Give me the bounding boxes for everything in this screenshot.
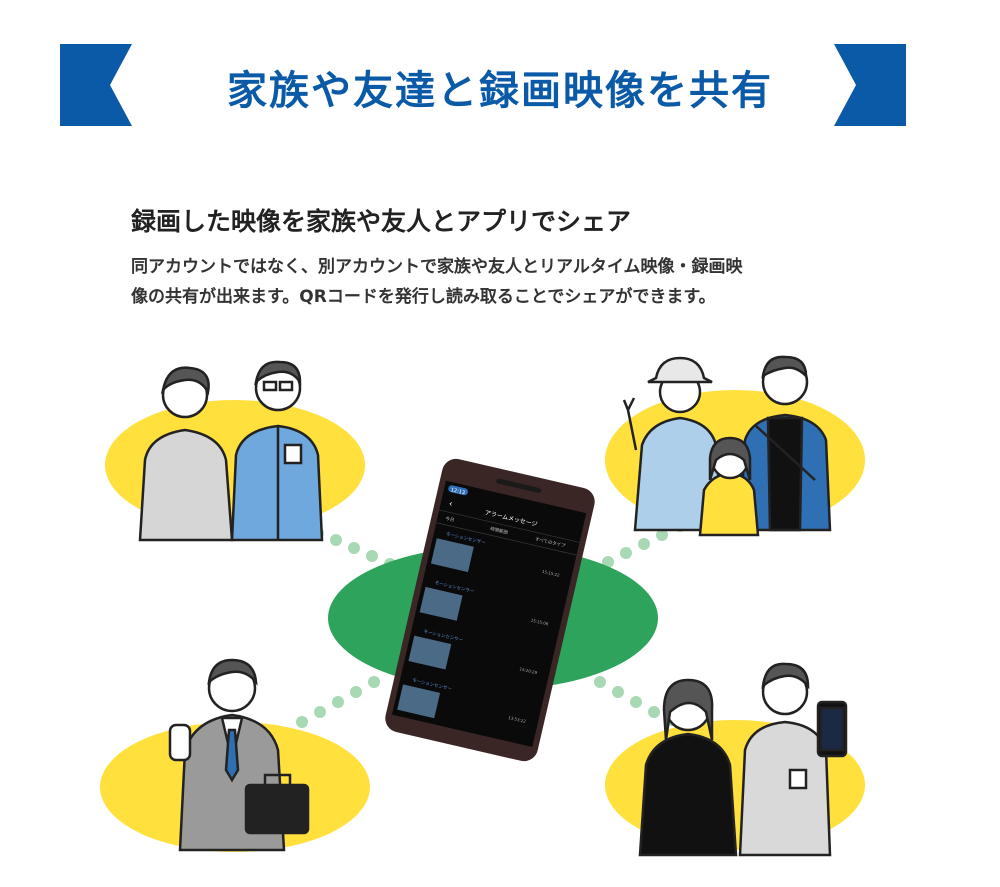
banner-title: 家族や友達と録画映像を共有 [227,68,773,114]
couple-with-phone-illustration [638,662,848,857]
back-chevron-icon[interactable]: ‹ [448,499,454,510]
alarm-time: 15:15:22 [541,569,560,578]
alarm-item-4[interactable]: モーションセンサー 13:53:22 [397,676,530,739]
filter-today[interactable]: 今日 [445,515,455,524]
status-time: 12:13 [450,487,465,496]
sharing-illustration: 12:13 ‹ アラームメッセージ 今日 時間範囲 すべてのタイプ モーションセ… [100,355,865,857]
description-line-1: 同アカウントではなく、別アカウントで家族や友人とリアルタイム映像・録画映 [131,257,743,277]
businessman-illustration [168,658,310,852]
smartphone: 12:13 ‹ アラームメッセージ 今日 時間範囲 すべてのタイプ モーションセ… [385,458,595,762]
description-line-2: 像の共有が出来ます。QRコードを発行し読み取ることでシェアができます。 [131,287,716,307]
alarm-time: 15:15:06 [530,617,549,626]
elderly-couple-illustration [138,360,324,542]
alarm-time: 14:20:29 [519,666,538,675]
filter-time-range[interactable]: 時間範囲 [490,525,510,536]
section-heading: 録画した映像を家族や友人とアプリでシェア [131,207,632,236]
section-description: 同アカウントではなく、別アカウントで家族や友人とリアルタイム映像・録画映 像の共… [131,252,871,312]
section-banner [60,44,906,126]
alarm-time: 13:53:22 [508,715,527,724]
family-illustration [622,355,832,537]
